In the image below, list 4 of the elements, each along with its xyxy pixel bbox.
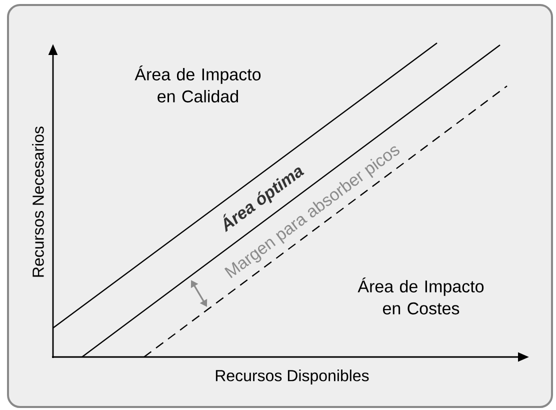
axis-label: Recursos Necesarios <box>32 126 44 277</box>
area-label: Área de Impacto en Costes <box>358 278 484 314</box>
area-label: Área de Impacto en Calidad <box>134 66 261 102</box>
axis-label: Recursos Disponibles <box>216 370 369 384</box>
